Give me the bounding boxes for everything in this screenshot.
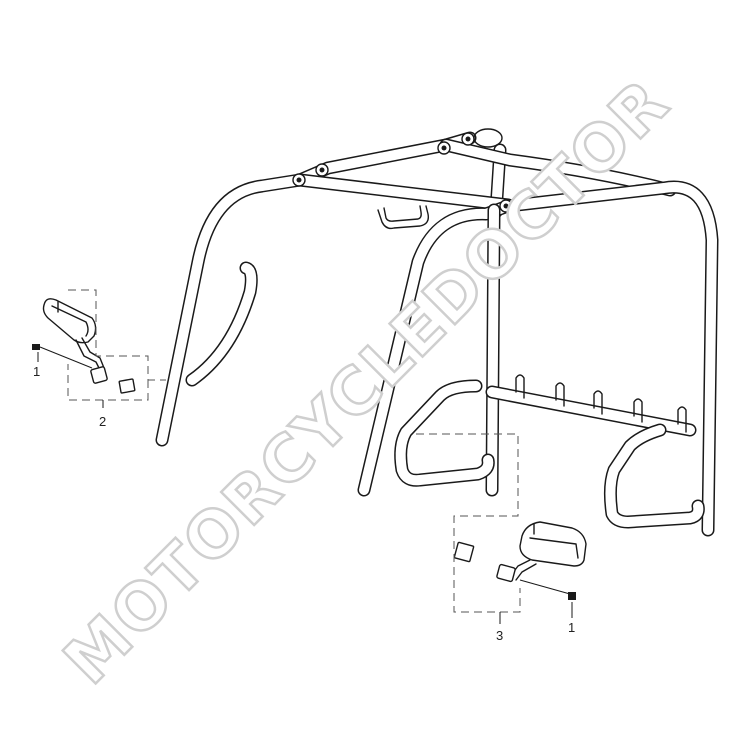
- left-mirror-stem: [75, 337, 105, 371]
- joint-bolts: [292, 128, 513, 213]
- right-mirror-head: [519, 521, 587, 567]
- left-group-box: [67, 289, 166, 401]
- left-screw-icon: [32, 344, 93, 369]
- right-mirror-clamp: [453, 541, 516, 583]
- roll-cage: [155, 128, 719, 537]
- left-mirror-clamp: [90, 366, 136, 394]
- right-mirror-assembly: [416, 433, 587, 624]
- front-left-hoop: [394, 379, 495, 487]
- rear-left-tube: [155, 173, 307, 447]
- right-screw-icon: [519, 579, 576, 600]
- left-mirror-assembly: [32, 289, 166, 408]
- front-inner-post: [485, 203, 501, 497]
- grab-handle: [377, 205, 430, 230]
- right-group-box: [416, 433, 521, 613]
- front-left-tube: [357, 199, 515, 497]
- callout-2: 2: [99, 414, 106, 429]
- front-right-hoop: [603, 423, 705, 529]
- callout-3: 3: [496, 628, 503, 643]
- left-mirror-head: [42, 298, 97, 344]
- callout-1-left: 1: [33, 364, 40, 379]
- callout-1-right: 1: [568, 620, 575, 635]
- rear-left-brace: [185, 261, 258, 387]
- front-crossbar: [485, 374, 697, 437]
- front-right-tube: [501, 180, 719, 537]
